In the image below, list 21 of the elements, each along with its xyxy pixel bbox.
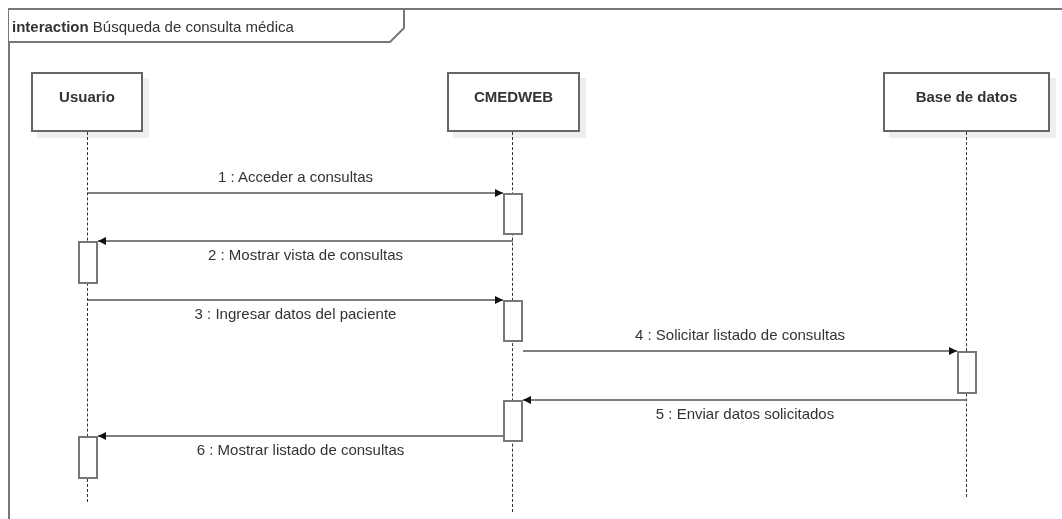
activation-bar bbox=[503, 300, 523, 342]
activation-bar bbox=[503, 400, 523, 442]
message-label: 2 : Mostrar vista de consultas bbox=[205, 246, 406, 263]
message-label: 3 : Ingresar datos del paciente bbox=[192, 305, 399, 322]
message-arrow bbox=[87, 189, 504, 197]
lifeline-name: Usuario bbox=[59, 88, 115, 105]
message-arrow bbox=[522, 347, 958, 355]
lifeline-name: CMEDWEB bbox=[473, 88, 554, 105]
frame-title: interaction Búsqueda de consulta médica bbox=[12, 18, 294, 35]
message-label: 5 : Enviar datos solicitados bbox=[653, 405, 837, 422]
message-label: 6 : Mostrar listado de consultas bbox=[194, 441, 407, 458]
lifeline-name: Base de datos bbox=[915, 88, 1018, 105]
message-arrow bbox=[97, 432, 504, 440]
message-arrow bbox=[522, 396, 968, 404]
activation-bar bbox=[503, 193, 523, 235]
message-arrow bbox=[97, 237, 514, 245]
message-label: 4 : Solicitar listado de consultas bbox=[632, 326, 848, 343]
activation-bar bbox=[78, 241, 98, 284]
activation-bar bbox=[957, 351, 977, 394]
message-arrow bbox=[87, 296, 504, 304]
activation-bar bbox=[78, 436, 98, 479]
